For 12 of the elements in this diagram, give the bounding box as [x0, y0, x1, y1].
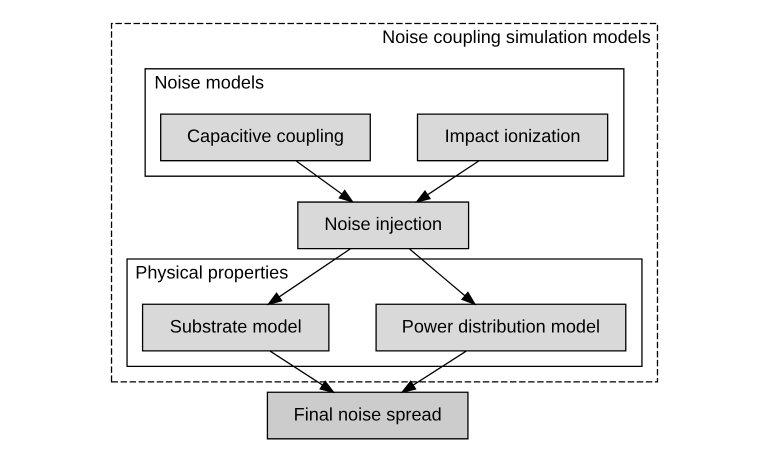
node-box: Capacitive coupling: [160, 113, 370, 162]
node-box: Noise injection: [296, 201, 469, 250]
arrow: [400, 350, 466, 394]
arrow: [269, 350, 335, 394]
arrow: [414, 160, 479, 204]
node-box: Substrate model: [141, 304, 330, 352]
arrow: [266, 248, 350, 306]
arrow: [408, 248, 476, 306]
node-box: Impact ionization: [416, 113, 608, 162]
node-box: Power distribution model: [374, 304, 626, 352]
node-box: Final noise spread: [266, 392, 468, 440]
arrow: [296, 160, 354, 203]
